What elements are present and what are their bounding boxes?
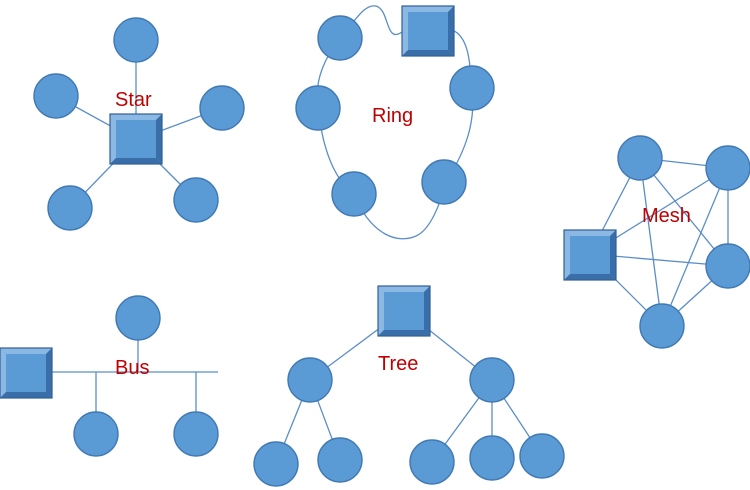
ring-node-3 [421, 159, 467, 205]
bus-node-bottom-right [173, 411, 219, 457]
bus-node-top [115, 295, 161, 341]
ring-topology: Ring [295, 5, 495, 240]
bus-label: Bus [115, 357, 149, 379]
mesh-hub-switch [563, 229, 617, 281]
tree-node-left-branch [287, 357, 333, 403]
ring-cable [316, 5, 474, 240]
star-hub-switch [109, 113, 163, 165]
tree-leaf-4 [469, 435, 515, 481]
ring-node-2 [449, 65, 495, 111]
bus-hub-switch [0, 347, 53, 399]
bus-node-bottom-left [73, 411, 119, 457]
tree-leaf-5 [519, 433, 565, 479]
mesh-node-top-right [705, 145, 750, 191]
mesh-node-top-left [617, 135, 663, 181]
tree-leaf-2 [317, 437, 363, 483]
star-topology: Star [33, 17, 245, 231]
tree-leaf-3 [409, 439, 455, 485]
tree-root-switch [377, 285, 431, 337]
mesh-node-bottom [639, 303, 685, 349]
star-node-right [199, 85, 245, 131]
mesh-label: Mesh [642, 205, 691, 227]
ring-node-4 [331, 171, 377, 217]
star-node-bottom-right [173, 177, 219, 223]
ring-node-1 [317, 15, 363, 61]
bus-topology: Bus [0, 295, 219, 457]
star-label: Star [115, 89, 152, 111]
ring-hub-switch [401, 5, 455, 57]
star-node-top [113, 17, 159, 63]
tree-leaf-1 [253, 441, 299, 487]
ring-node-5 [295, 85, 341, 131]
mesh-node-right [705, 243, 750, 289]
tree-topology: Tree [253, 285, 565, 487]
mesh-topology: Mesh [563, 135, 750, 349]
tree-node-right-branch [469, 357, 515, 403]
tree-label: Tree [378, 353, 418, 375]
star-node-left [33, 73, 79, 119]
ring-label: Ring [372, 105, 413, 127]
star-node-bottom-left [47, 185, 93, 231]
